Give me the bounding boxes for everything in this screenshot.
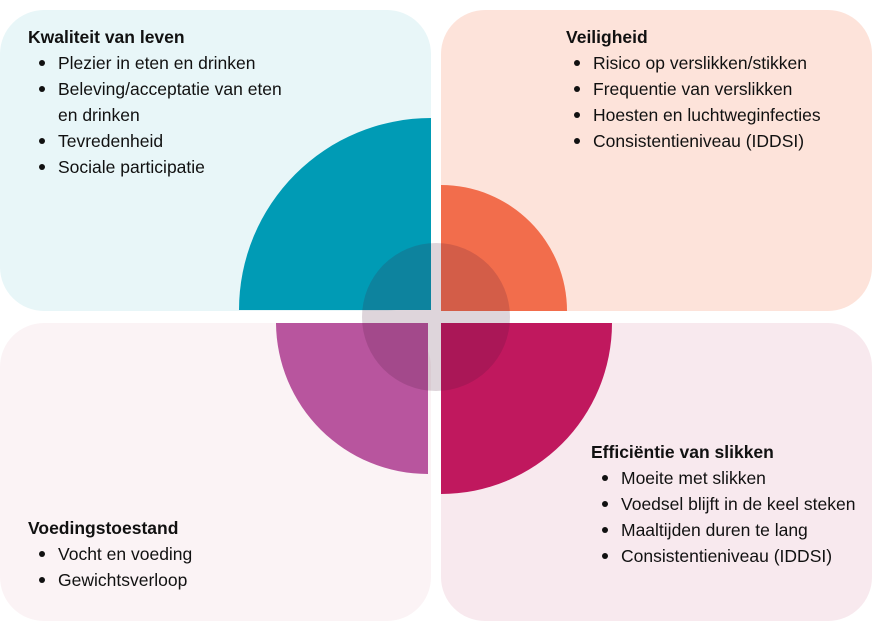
list-item: Plezier in eten en drinken xyxy=(39,50,288,76)
list-item: Hoesten en luchtweginfecties xyxy=(574,102,866,128)
teal-petal xyxy=(239,118,431,310)
quadrant-text-voedingstoestand: Voedingstoestand Vocht en voeding Gewich… xyxy=(28,515,328,593)
list-item: Sociale participatie xyxy=(39,154,288,180)
list-item: Vocht en voeding xyxy=(39,541,328,567)
purple-petal xyxy=(276,323,428,475)
quadrant-list-veiligheid: Risico op verslikken/stikken Frequentie … xyxy=(563,50,866,154)
quadrant-list-efficientie: Moeite met slikken Voedsel blijft in de … xyxy=(591,465,861,569)
list-item: Maaltijden duren te lang xyxy=(602,517,861,543)
list-item: Risico op verslikken/stikken xyxy=(574,50,866,76)
list-item: Moeite met slikken xyxy=(602,465,861,491)
quadrant-title-voedingstoestand: Voedingstoestand xyxy=(28,518,179,538)
quadrant-text-efficientie: Efficiëntie van slikken Moeite met slikk… xyxy=(591,439,861,569)
crimson-petal xyxy=(441,323,612,494)
list-item: Gewichtsverloop xyxy=(39,567,328,593)
quadrant-title-efficientie: Efficiëntie van slikken xyxy=(591,442,774,462)
quadrant-text-veiligheid: Veiligheid Risico op verslikken/stikken … xyxy=(566,24,866,154)
quadrant-list-voedingstoestand: Vocht en voeding Gewichtsverloop xyxy=(28,541,328,593)
list-item: Frequentie van verslikken xyxy=(574,76,866,102)
list-item: Consistentieniveau (IDDSI) xyxy=(574,128,866,154)
quadrant-title-veiligheid: Veiligheid xyxy=(566,27,648,47)
list-item: Beleving/acceptatie van eten en drinken xyxy=(39,76,288,128)
list-item: Voedsel blijft in de keel steken xyxy=(602,491,861,517)
list-item: Tevredenheid xyxy=(39,128,288,154)
coral-petal xyxy=(441,185,567,311)
list-item: Consistentieniveau (IDDSI) xyxy=(602,543,861,569)
center-overlap-circle xyxy=(362,243,510,391)
quadrant-list-kwaliteit: Plezier in eten en drinken Beleving/acce… xyxy=(28,50,288,180)
quadrant-text-kwaliteit: Kwaliteit van leven Plezier in eten en d… xyxy=(28,24,288,180)
quadrant-title-kwaliteit: Kwaliteit van leven xyxy=(28,27,185,47)
